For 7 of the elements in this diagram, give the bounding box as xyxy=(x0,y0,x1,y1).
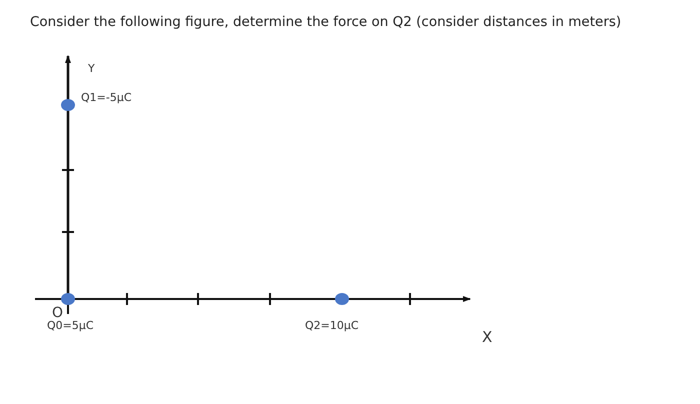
axis-label: X xyxy=(482,328,492,346)
origin-label: O xyxy=(52,305,64,321)
charge-label: Q1=-5μC xyxy=(81,91,132,104)
charge-label: Q0=5μC xyxy=(47,319,94,332)
charge-label: Q2=10μC xyxy=(305,319,359,332)
axis-label: Y xyxy=(88,62,95,75)
question-text: Consider the following figure, determine the force on Q2 (consider distances in meters) xyxy=(30,14,622,30)
